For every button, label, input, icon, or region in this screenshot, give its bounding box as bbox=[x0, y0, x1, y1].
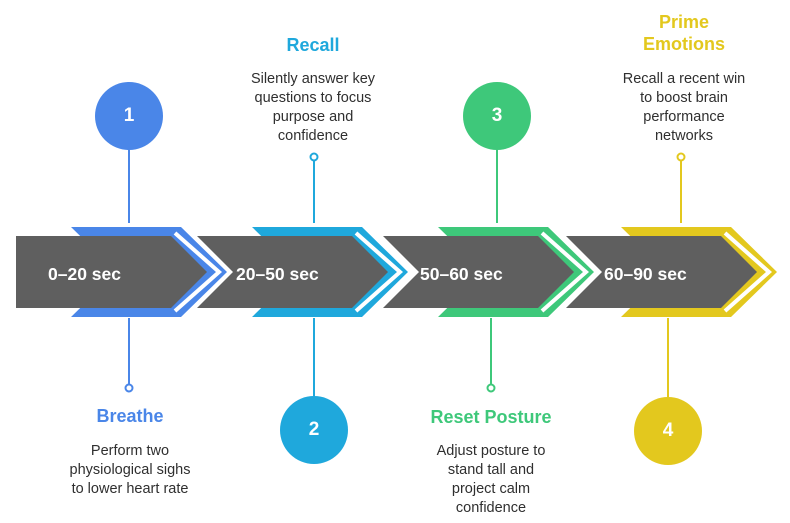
step-4-badge: 4 bbox=[634, 397, 702, 465]
stage-2-chevron bbox=[197, 236, 388, 308]
step-1-description: Perform two physiological sighs to lower… bbox=[69, 443, 191, 497]
step-2-badge: 2 bbox=[280, 396, 348, 464]
stage-1-band-gap bbox=[173, 231, 223, 313]
stage-label-1: 0–20 sec bbox=[48, 264, 121, 284]
step-2-number: 2 bbox=[308, 419, 320, 440]
stage-2-band-gap bbox=[354, 231, 404, 313]
connector-dot-2 bbox=[124, 383, 134, 393]
step-4-number: 4 bbox=[662, 420, 674, 441]
stage-4-band-gap bbox=[723, 231, 773, 313]
stage-3-band-gap bbox=[540, 231, 590, 313]
step-4-title: Prime Emotions bbox=[642, 12, 725, 54]
step-3-number: 3 bbox=[491, 105, 503, 126]
step-1-badge: 1 bbox=[95, 82, 163, 150]
connector-dot-7 bbox=[676, 152, 686, 162]
step-1-number: 1 bbox=[123, 105, 135, 126]
stage-4-chevron bbox=[566, 236, 757, 308]
connector-dot-3 bbox=[309, 152, 319, 162]
step-3-title: Reset Posture bbox=[430, 407, 552, 427]
stage-label-4: 60–90 sec bbox=[604, 264, 687, 284]
connector-dot-6 bbox=[486, 383, 496, 393]
step-3-badge: 3 bbox=[463, 82, 531, 150]
step-1-title: Breathe bbox=[96, 406, 164, 426]
stage-1-chevron bbox=[16, 236, 207, 308]
step-2-title: Recall bbox=[286, 35, 340, 55]
stage-label-3: 50–60 sec bbox=[420, 264, 503, 284]
step-2-description: Silently answer key questions to focus p… bbox=[250, 71, 376, 144]
step-4-description: Recall a recent win to boost brain perfo… bbox=[622, 71, 746, 144]
step-3-description: Adjust posture to stand tall and project… bbox=[436, 443, 546, 516]
stage-3-chevron bbox=[383, 236, 574, 308]
stage-label-2: 20–50 sec bbox=[236, 264, 319, 284]
